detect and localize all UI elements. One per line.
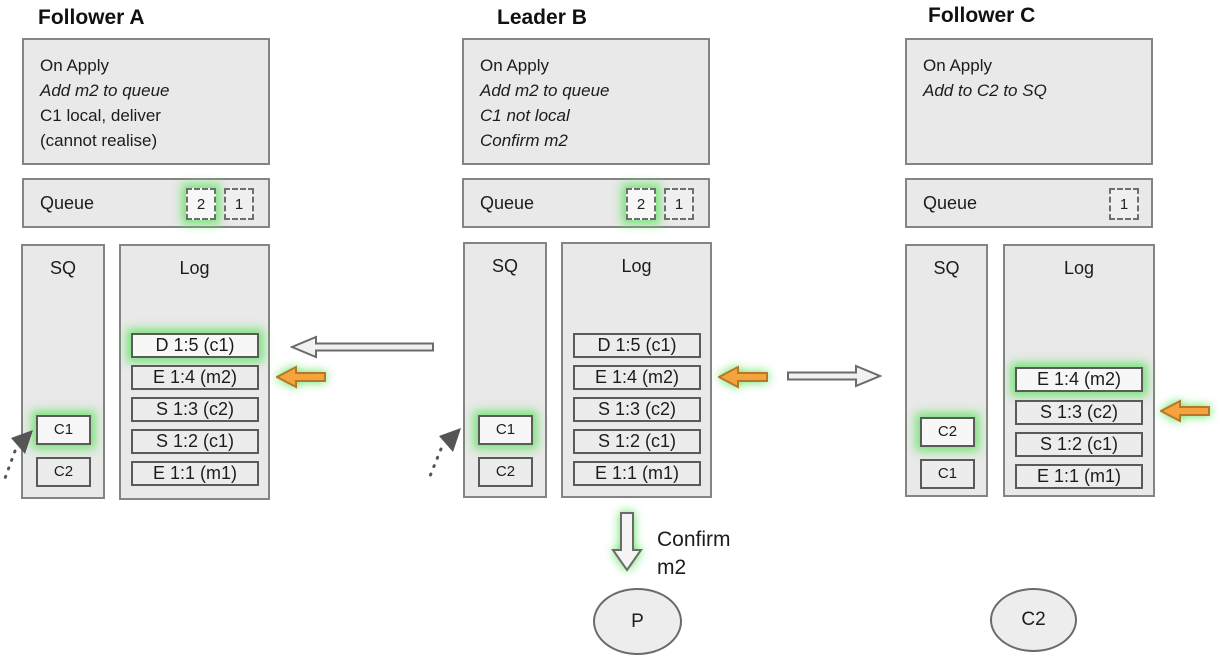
- log-entry: E 1:4 (m2): [1015, 367, 1143, 392]
- client-label: C2: [1021, 609, 1046, 630]
- queue-box-c: Queue 1: [905, 178, 1153, 228]
- log-entry: E 1:1 (m1): [1015, 464, 1143, 489]
- queue-slot: 1: [664, 188, 694, 220]
- log-entry: S 1:2 (c1): [573, 429, 701, 454]
- sq-item: C2: [36, 457, 91, 487]
- process-ellipse-p: P: [593, 588, 682, 655]
- on-apply-line: On Apply: [923, 56, 992, 75]
- sq-header: SQ: [933, 258, 960, 278]
- log-entry: E 1:4 (m2): [573, 365, 701, 390]
- replicate-arrow-bc-icon: [787, 364, 882, 388]
- log-box-b: Log D 1:5 (c1) E 1:4 (m2) S 1:3 (c2) S 1…: [561, 242, 712, 498]
- log-entry: D 1:5 (c1): [573, 333, 701, 358]
- log-entry: E 1:1 (m1): [573, 461, 701, 486]
- confirm-label-line: m2: [657, 556, 687, 579]
- replicate-arrow-ab-icon: [290, 335, 434, 359]
- sq-item: C1: [920, 459, 975, 489]
- log-entry: S 1:3 (c2): [1015, 400, 1143, 425]
- node-title-follower-c: Follower C: [928, 4, 1036, 27]
- log-entry: S 1:3 (c2): [131, 397, 259, 422]
- queue-slot: 2: [626, 188, 656, 220]
- sq-item: C2: [920, 417, 975, 447]
- on-apply-line: C1 local, deliver: [40, 106, 161, 125]
- on-apply-line: Add m2 to queue: [480, 81, 610, 100]
- queue-box-b: Queue 2 1: [462, 178, 710, 228]
- on-apply-line: (cannot realise): [40, 131, 158, 150]
- process-label: P: [631, 610, 644, 632]
- apply-pointer-b-icon: [718, 365, 768, 389]
- client-ellipse-c2: C2: [990, 588, 1077, 652]
- confirm-down-arrow-icon: [611, 512, 643, 572]
- on-apply-line: C1 not local: [480, 106, 570, 125]
- log-entry: E 1:4 (m2): [131, 365, 259, 390]
- sq-item: C2: [478, 457, 533, 487]
- sq-box-c: SQ C2 C1: [905, 244, 988, 497]
- log-header: Log: [1063, 258, 1095, 278]
- confirm-label-line: Confirm: [657, 528, 731, 551]
- apply-pointer-c-icon: [1160, 399, 1210, 423]
- queue-label: Queue: [480, 193, 535, 213]
- sq-item: C1: [478, 415, 533, 445]
- log-entry: S 1:2 (c1): [131, 429, 259, 454]
- queue-box-a: Queue 2 1: [22, 178, 270, 228]
- sq-item: C1: [36, 415, 91, 445]
- log-entry: D 1:5 (c1): [131, 333, 259, 358]
- queue-label: Queue: [923, 193, 978, 213]
- log-entry: S 1:2 (c1): [1015, 432, 1143, 457]
- queue-label: Queue: [40, 193, 95, 213]
- sq-box-a: SQ C1 C2: [21, 244, 105, 499]
- log-entry: E 1:1 (m1): [131, 461, 259, 486]
- log-header: Log: [179, 258, 210, 278]
- on-apply-line: On Apply: [40, 56, 109, 75]
- log-box-a: Log D 1:5 (c1) E 1:4 (m2) S 1:3 (c2) S 1…: [119, 244, 270, 500]
- sq-header: SQ: [49, 258, 76, 278]
- node-title-leader-b: Leader B: [497, 6, 587, 29]
- log-header: Log: [621, 256, 652, 276]
- on-apply-box-a: On Apply Add m2 to queue C1 local, deliv…: [22, 38, 270, 165]
- sq-box-b: SQ C1 C2: [463, 242, 547, 498]
- on-apply-box-b: On Apply Add m2 to queue C1 not local Co…: [462, 38, 710, 165]
- sq-header: SQ: [491, 256, 518, 276]
- log-box-c: Log E 1:4 (m2) S 1:3 (c2) S 1:2 (c1) E 1…: [1003, 244, 1155, 497]
- queue-slot: 1: [224, 188, 254, 220]
- apply-pointer-a-icon: [276, 365, 326, 389]
- queue-slot: 1: [1109, 188, 1139, 220]
- on-apply-box-c: On Apply Add to C2 to SQ: [905, 38, 1153, 165]
- on-apply-line: Add to C2 to SQ: [923, 81, 1047, 100]
- deliver-dotted-arrow-b-icon: [426, 428, 461, 483]
- queue-slot: 2: [186, 188, 216, 220]
- node-title-follower-a: Follower A: [38, 6, 145, 29]
- on-apply-line: Add m2 to queue: [40, 81, 170, 100]
- deliver-dotted-arrow-a-icon: [2, 430, 33, 483]
- confirm-label: Confirm m2: [657, 526, 731, 582]
- on-apply-line: On Apply: [480, 56, 549, 75]
- log-entry: S 1:3 (c2): [573, 397, 701, 422]
- on-apply-line: Confirm m2: [480, 131, 568, 150]
